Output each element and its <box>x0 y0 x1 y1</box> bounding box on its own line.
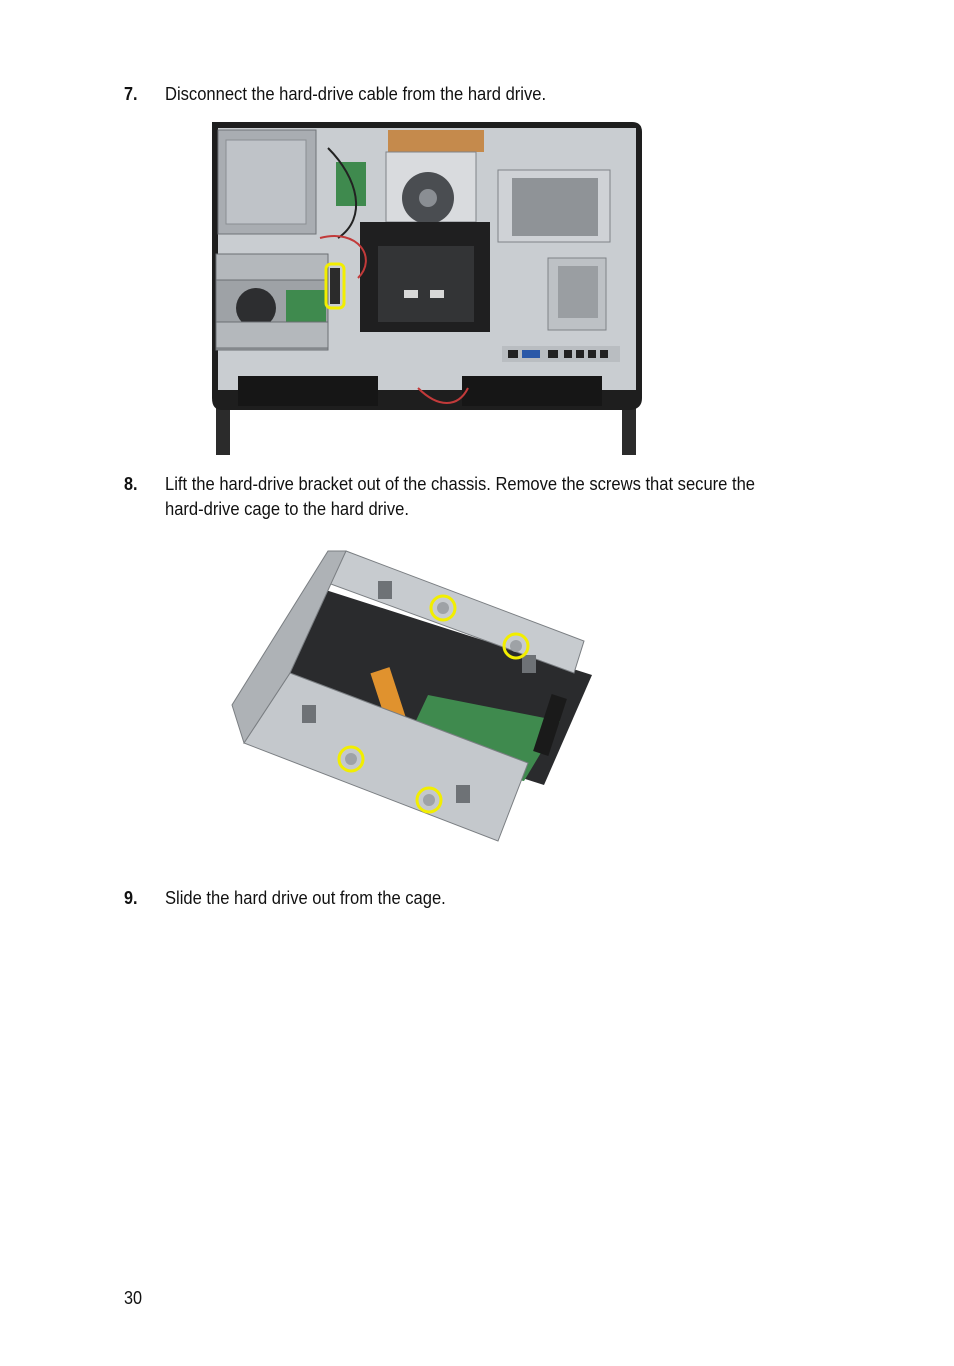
page-number: 30 <box>124 1288 143 1308</box>
chassis-illustration <box>212 122 642 455</box>
step-text: Slide the hard drive out from the cage. <box>165 888 446 908</box>
hard-drive-cage-photo <box>228 545 598 867</box>
step-text: Lift the hard-drive bracket out of the c… <box>165 474 756 519</box>
step-text: Disconnect the hard-drive cable from the… <box>165 84 547 104</box>
chassis-photo <box>208 118 646 456</box>
screw-highlight <box>337 745 365 773</box>
screw-highlight <box>415 786 443 814</box>
screw-highlight <box>502 632 530 660</box>
step-number: 9. <box>124 888 138 908</box>
hard-drive-cage-illustration <box>231 550 592 842</box>
screw-highlight <box>429 594 457 622</box>
step-number: 8. <box>124 474 138 494</box>
step-number: 7. <box>124 84 138 104</box>
